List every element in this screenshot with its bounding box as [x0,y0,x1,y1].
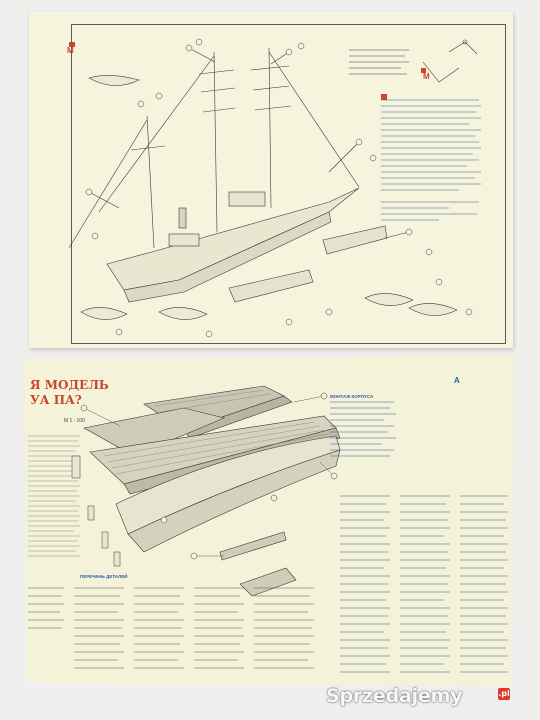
instruction-sheet-hull: Я МОДЕЛЬ УА ПА? М 1 : 100 А МОНТАЖ КОРПУ… [24,356,514,686]
sprzedajemy-watermark: Sprzedajemy .pl [320,682,520,712]
watermark-tld: .pl [498,688,510,700]
scale-label: М 1 : 100 [64,418,85,424]
assembly-heading: МОНТАЖ КОРПУСА [330,394,374,399]
ship-rigging-drawing [68,38,481,338]
watermark-text: Sprzedajemy [326,685,463,707]
title-line: УА ПА? [30,393,82,407]
instruction-sheet-rigging: M M [29,12,513,348]
corner-mark: M [67,46,74,55]
corner-mark: M [423,72,430,81]
drawing-frame [71,24,506,344]
sheet-letter: А [454,376,460,385]
parts-list-heading: ПЕРЕЧЕНЬ ДЕТАЛЕЙ [80,574,128,579]
hull-assembly-drawing [28,385,508,673]
